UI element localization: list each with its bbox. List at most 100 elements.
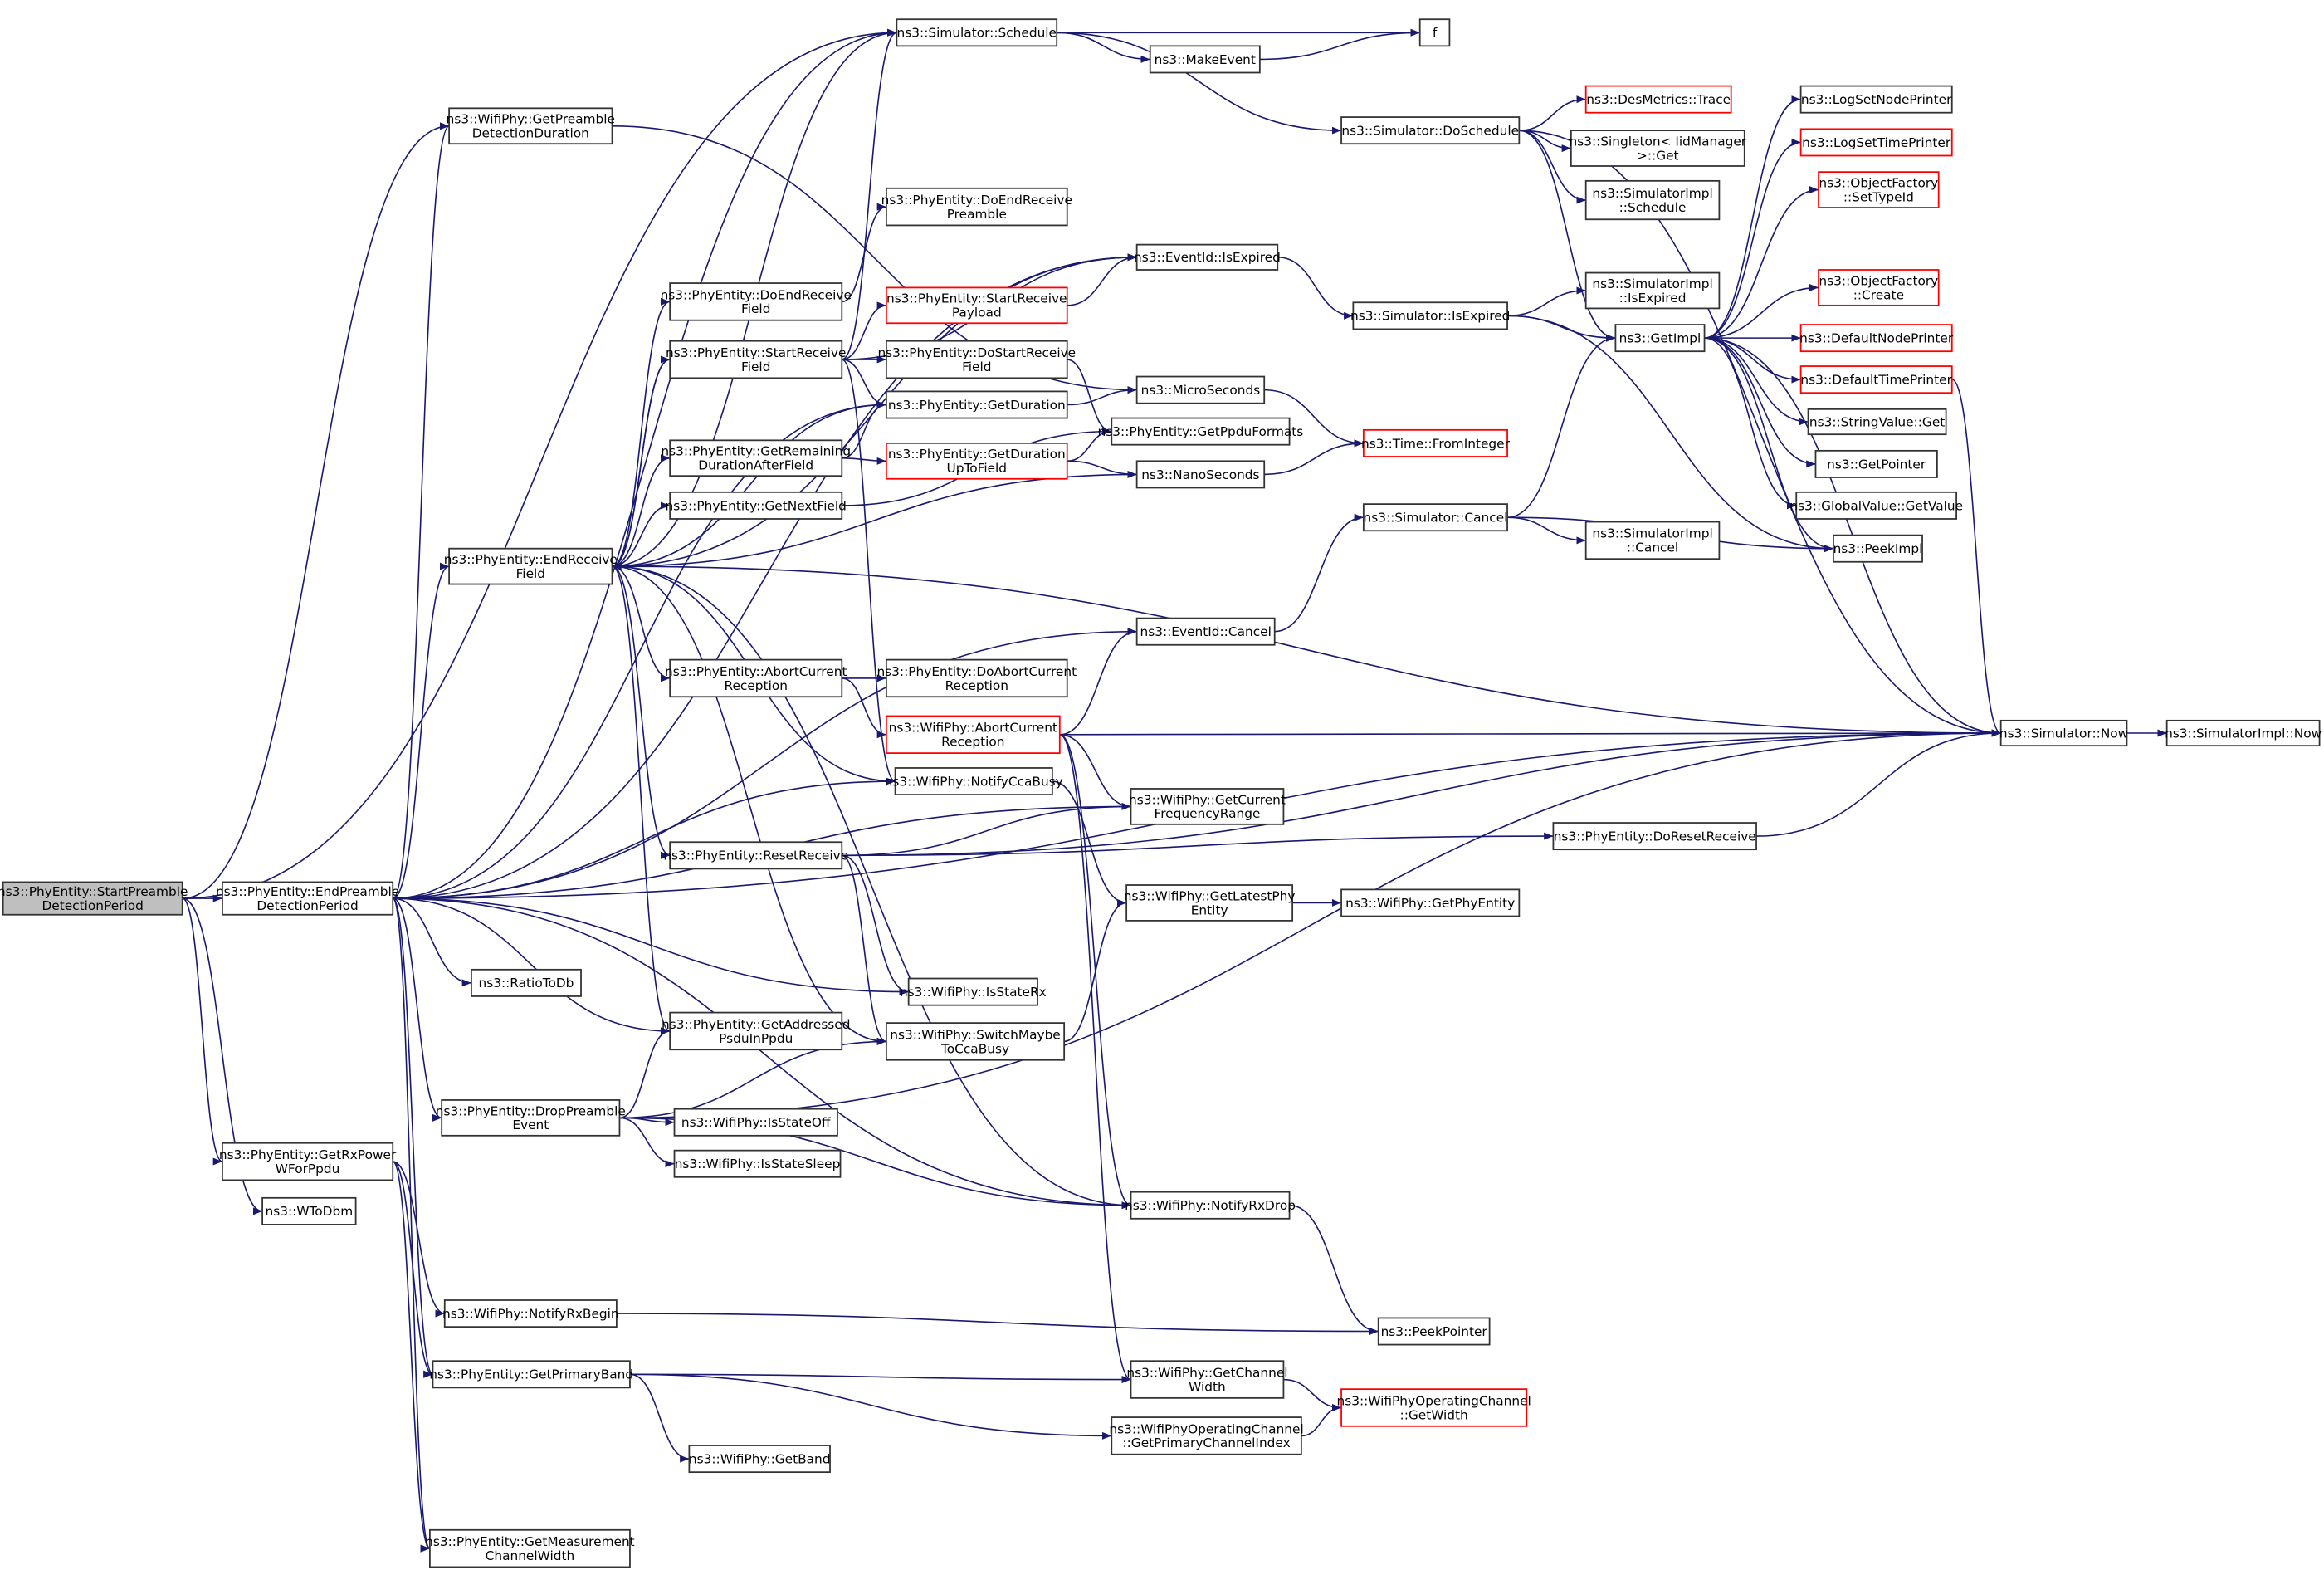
node-label: DetectionPeriod (256, 898, 358, 913)
node-measw[interactable]: ns3::PhyEntity::GetMeasurementChannelWid… (425, 1528, 635, 1568)
node-label: ns3::PhyEntity::GetPrimaryBand (429, 1367, 633, 1382)
node-label: ns3::PhyEntity::EndReceive (444, 552, 618, 567)
node-f[interactable]: f (1418, 18, 1451, 47)
node-isrx[interactable]: ns3::WifiPhy::IsStateRx (900, 977, 1047, 1006)
node-simexp[interactable]: ns3::Simulator::IsExpired (1350, 301, 1510, 330)
node-box (885, 390, 1068, 419)
node-rxbegin[interactable]: ns3::WifiPhy::NotifyRxBegin (442, 1299, 619, 1328)
node-peekimpl[interactable]: ns3::PeekImpl (1833, 534, 1923, 563)
node-logtime[interactable]: ns3::LogSetTimePrinter (1799, 128, 1953, 157)
node-opwidth[interactable]: ns3::WifiPhyOperatingChannel::GetWidth (1336, 1388, 1531, 1427)
node-label: ns3::WifiPhy::GetCurrent (1129, 792, 1286, 807)
edge-endpre-to-rxdrop (393, 897, 1131, 1210)
node-ppdufmt[interactable]: ns3::PhyEntity::GetPpduFormats (1098, 417, 1304, 446)
node-makeev[interactable]: ns3::MakeEvent (1149, 45, 1261, 74)
node-settype[interactable]: ns3::ObjectFactory::SetTypeId (1818, 171, 1940, 208)
node-box (885, 443, 1068, 480)
node-isoff[interactable]: ns3::WifiPhy::IsStateOff (673, 1108, 838, 1137)
node-label: ::GetPrimaryChannelIndex (1122, 1435, 1290, 1450)
node-evcancel[interactable]: ns3::EventId::Cancel (1135, 617, 1276, 646)
node-nextfield[interactable]: ns3::PhyEntity::GetNextField (666, 491, 847, 520)
node-box (222, 1142, 394, 1181)
node-peekptr[interactable]: ns3::PeekPointer (1377, 1317, 1491, 1346)
node-label: DurationAfterField (698, 458, 813, 473)
edge-reset-to-freq (842, 802, 1131, 857)
node-remdur[interactable]: ns3::PhyEntity::GetRemainingDurationAfte… (661, 439, 851, 477)
node-label: ::GetWidth (1400, 1407, 1468, 1422)
node-gvget[interactable]: ns3::GlobalValue::GetValue (1789, 491, 1963, 520)
node-sched[interactable]: ns3::Simulator::Schedule (896, 18, 1058, 47)
node-endpre[interactable]: ns3::PhyEntity::EndPreambleDetectionPeri… (216, 881, 399, 916)
node-reset[interactable]: ns3::PhyEntity::ResetReceive (663, 841, 848, 870)
node-evexp[interactable]: ns3::EventId::IsExpired (1134, 243, 1281, 271)
node-deftime[interactable]: ns3::DefaultTimePrinter (1799, 365, 1953, 394)
node-start[interactable]: ns3::PhyEntity::StartPreambleDetectionPe… (0, 881, 188, 916)
node-implnow[interactable]: ns3::SimulatorImpl::Now (2165, 719, 2322, 747)
node-box (1818, 269, 1940, 306)
node-rxdrop[interactable]: ns3::WifiPhy::NotifyRxDrop (1125, 1191, 1296, 1220)
node-box (448, 547, 613, 585)
node-label: ::SetTypeId (1843, 189, 1914, 204)
node-simplexp[interactable]: ns3::SimulatorImpl::IsExpired (1584, 271, 1721, 310)
node-fromint[interactable]: ns3::Time::FromInteger (1361, 428, 1511, 457)
node-simcancel[interactable]: ns3::Simulator::Cancel (1362, 503, 1508, 532)
node-nano[interactable]: ns3::NanoSeconds (1135, 460, 1266, 489)
node-label: ns3::WifiPhy::GetLatestPhy (1124, 888, 1296, 903)
edge-durupto-to-nano (1067, 460, 1137, 478)
node-label: ns3::WToDbm (266, 1204, 354, 1219)
node-box (2, 881, 183, 916)
edge-endpre-to-psdu (393, 897, 671, 1035)
node-getband[interactable]: ns3::WifiPhy::GetBand (688, 1445, 831, 1474)
node-label: ns3::PhyEntity::StartReceive (886, 291, 1067, 306)
node-getimpl[interactable]: ns3::GetImpl (1614, 324, 1706, 353)
node-label: ns3::LogSetTimePrinter (1802, 135, 1951, 150)
node-getptr[interactable]: ns3::GetPointer (1814, 449, 1938, 478)
node-ofcreate[interactable]: ns3::ObjectFactory::Create (1818, 269, 1940, 306)
node-micro[interactable]: ns3::MicroSeconds (1135, 375, 1266, 404)
node-desm[interactable]: ns3::DesMetrics::Trace (1584, 85, 1732, 114)
node-now[interactable]: ns3::Simulator::Now (1999, 719, 2128, 747)
node-gpdd[interactable]: ns3::WifiPhy::GetPreambleDetectionDurati… (447, 107, 615, 145)
node-primband[interactable]: ns3::PhyEntity::GetPrimaryBand (429, 1360, 633, 1389)
edge-startpay-to-evexp (1067, 253, 1137, 306)
node-simplcancel[interactable]: ns3::SimulatorImpl::Cancel (1584, 521, 1721, 560)
node-wtodbm[interactable]: ns3::WToDbm (261, 1196, 357, 1225)
node-simplsched[interactable]: ns3::SimulatorImpl::Schedule (1584, 179, 1721, 221)
node-doreset[interactable]: ns3::PhyEntity::DoResetReceive (1552, 822, 1757, 851)
node-ratio[interactable]: ns3::RatioToDb (470, 968, 582, 997)
edge-chwidth-to-opwidth (1283, 1378, 1342, 1411)
node-box (2165, 719, 2321, 747)
node-primidx[interactable]: ns3::WifiPhyOperatingChannel::GetPrimary… (1109, 1416, 1304, 1455)
node-dosched[interactable]: ns3::Simulator::DoSchedule (1340, 116, 1521, 145)
node-lognode[interactable]: ns3::LogSetNodePrinter (1799, 85, 1953, 114)
node-strget[interactable]: ns3::StringValue::Get (1807, 408, 1947, 436)
node-getdur[interactable]: ns3::PhyEntity::GetDuration (885, 390, 1068, 419)
node-box (1135, 617, 1276, 646)
node-singleton[interactable]: ns3::Singleton< IidManager>::Get (1569, 130, 1747, 167)
node-defnode[interactable]: ns3::DefaultNodePrinter (1799, 324, 1954, 353)
node-box (428, 1528, 631, 1568)
edge-endpre-to-primband (392, 897, 434, 1378)
node-getphy[interactable]: ns3::WifiPhy::GetPhyEntity (1340, 888, 1521, 917)
node-issleep[interactable]: ns3::WifiPhy::IsStateSleep (673, 1149, 842, 1178)
node-cca[interactable]: ns3::WifiPhy::NotifyCcaBusy (885, 767, 1063, 795)
edge-endfield-to-abort (612, 565, 671, 682)
